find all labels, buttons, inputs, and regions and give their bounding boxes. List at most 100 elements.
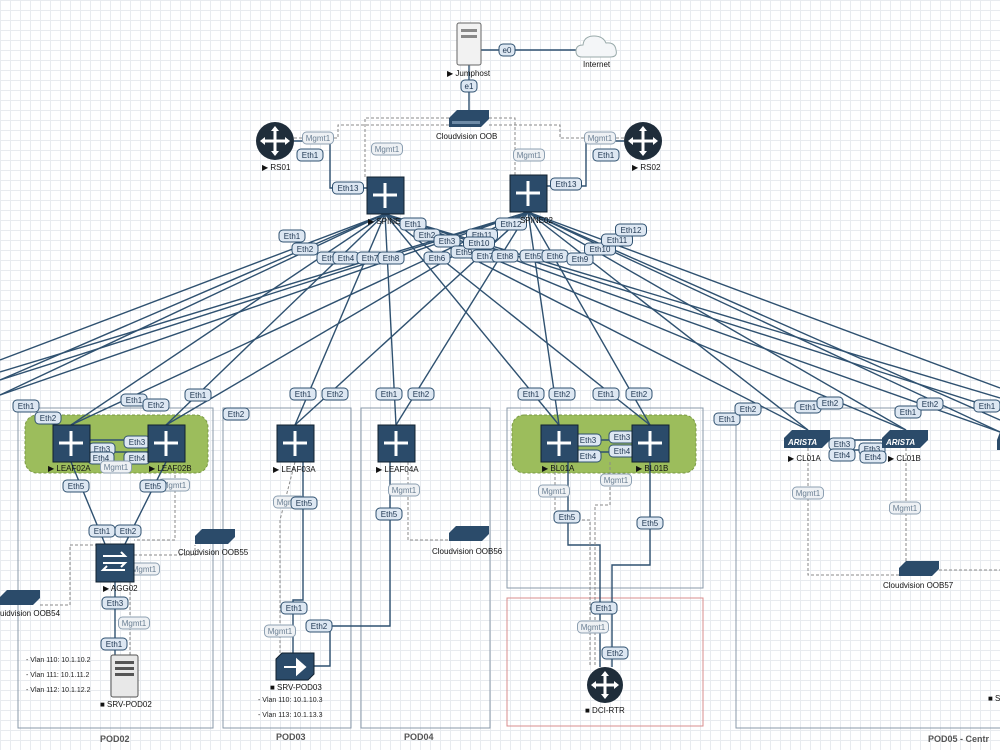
data-link	[0, 213, 386, 361]
port-pill-text: Mgmt1	[542, 487, 567, 496]
port-pill-text: Mgmt1	[796, 489, 821, 498]
port-label-eth1: Eth1	[278, 229, 306, 243]
port-pill-bg	[615, 223, 647, 237]
port-pill-text: Mgmt1	[268, 627, 293, 636]
spine02-label: SPINE02	[520, 216, 553, 225]
port-pill-text: Eth1	[523, 390, 540, 399]
port-label-eth3: Eth3	[608, 430, 636, 444]
port-label-mgmt1: Mgmt1	[513, 148, 545, 162]
port-pill-bg	[713, 412, 741, 426]
port-pill-text: Mgmt1	[588, 134, 613, 143]
port-pill-text: Mgmt1	[277, 498, 302, 507]
port-pill-text: Mgmt1	[581, 623, 606, 632]
port-pill-text: Eth2	[922, 400, 939, 409]
port-pill-text: Mgmt1	[893, 504, 918, 513]
port-pill-bg	[792, 486, 824, 500]
port-pill-bg	[538, 484, 570, 498]
data-link	[292, 462, 304, 653]
port-pill-text: Eth1	[405, 220, 422, 229]
bl01a-label: ▶ BL01A	[542, 464, 575, 473]
bl01b-node[interactable]	[631, 424, 670, 463]
cl-partial-node[interactable]	[997, 432, 1000, 450]
port-pill-text: Eth2	[554, 390, 571, 399]
bl01a-node[interactable]	[540, 424, 579, 463]
data-link	[314, 462, 391, 667]
oob55-switch[interactable]	[195, 529, 235, 544]
port-pill-text: Eth1	[284, 232, 301, 241]
leaf02a-label: ▶ LEAF02A	[48, 464, 91, 473]
oob56-switch[interactable]	[449, 526, 489, 541]
cl01b-node[interactable]: ARISTA	[882, 430, 928, 448]
port-pill-text: Eth2	[607, 649, 624, 658]
jumphost-node[interactable]	[456, 22, 482, 66]
port-label-mgmt1: Mgmt1	[388, 483, 420, 497]
cl01a-node[interactable]: ARISTA	[784, 430, 830, 448]
port-pill-text: Eth2	[148, 401, 165, 410]
port-pill-bg	[407, 387, 435, 401]
port-label-eth2: Eth2	[734, 402, 762, 416]
port-pill-text: Eth4	[834, 451, 851, 460]
agg02-label: ▶ AGG02	[103, 584, 138, 593]
port-pill-bg	[388, 483, 420, 497]
port-label-eth1: Eth1	[592, 387, 620, 401]
port-pill-bg	[734, 402, 762, 416]
rs01-router[interactable]	[256, 122, 294, 160]
oob54-label: uidvision OOB54	[0, 609, 61, 618]
port-pill-text: Eth3	[94, 445, 111, 454]
port-label-eth1: Eth1	[184, 388, 212, 402]
leaf02b-node[interactable]	[147, 424, 186, 463]
port-pill-text: Eth4	[129, 454, 146, 463]
port-label-eth6: Eth6	[423, 251, 451, 265]
port-pill-text: Eth11	[607, 236, 628, 245]
pod02-box	[17, 407, 214, 729]
port-pill-text: Eth5	[381, 510, 398, 519]
data-link	[611, 462, 651, 667]
port-pill-bg	[280, 601, 308, 615]
spine01-node[interactable]	[366, 176, 405, 215]
port-pill-text: Mgmt1	[162, 481, 187, 490]
leaf02a-node[interactable]	[52, 424, 91, 463]
port-label-eth5: Eth5	[62, 479, 90, 493]
port-pill-text: Eth7	[362, 254, 379, 263]
dci-rtr-node[interactable]	[587, 667, 623, 703]
agg02-node[interactable]	[95, 543, 135, 583]
port-pill-text: Eth12	[621, 226, 642, 235]
port-pill-text: Eth1	[719, 415, 736, 424]
leaf03a-node[interactable]	[276, 424, 315, 463]
internet-node[interactable]	[575, 35, 617, 58]
port-pill-bg	[553, 510, 581, 524]
spine02-node[interactable]	[509, 174, 548, 213]
port-label-mgmt1: Mgmt1	[118, 616, 150, 630]
switch-icon	[899, 561, 939, 576]
port-pill-text: Mgmt1	[517, 151, 542, 160]
mgmt-link	[807, 448, 899, 576]
port-label-mgmt1: Mgmt1	[584, 131, 616, 145]
port-pill-text: Eth1	[381, 390, 398, 399]
srv-pod03-node[interactable]	[275, 652, 315, 681]
data-link	[70, 213, 386, 426]
leaf04a-node[interactable]	[377, 424, 416, 463]
port-pill-text: e1	[465, 82, 474, 91]
port-pill-bg	[100, 637, 128, 651]
port-label-e1: e1	[460, 79, 478, 93]
port-pill-bg	[296, 148, 324, 162]
mgmt-link	[364, 117, 449, 177]
srv-pod02-node[interactable]	[110, 654, 139, 698]
port-pill-text: Eth12	[501, 220, 522, 229]
arista-logo-text: ARISTA	[787, 438, 817, 447]
port-label-eth5: Eth5	[636, 516, 664, 530]
oob57-switch[interactable]	[899, 561, 939, 576]
oob54-switch[interactable]	[0, 590, 40, 605]
port-label-eth1: Eth1	[973, 399, 1000, 413]
port-label-mgmt1: Mgmt1	[600, 473, 632, 487]
port-pill-bg	[625, 387, 653, 401]
port-pill-bg	[916, 397, 944, 411]
port-pill-text: Eth3	[580, 436, 597, 445]
arista-logo-text: ARISTA	[885, 438, 915, 447]
port-pill-bg	[184, 388, 212, 402]
port-pill-bg	[290, 496, 318, 510]
pod02-vlan-2: - Vlan 111: 10.1.11.2	[26, 672, 90, 679]
rs02-router[interactable]	[624, 122, 662, 160]
cv-oob-switch[interactable]	[449, 110, 489, 127]
port-pill-text: Eth5	[145, 482, 162, 491]
